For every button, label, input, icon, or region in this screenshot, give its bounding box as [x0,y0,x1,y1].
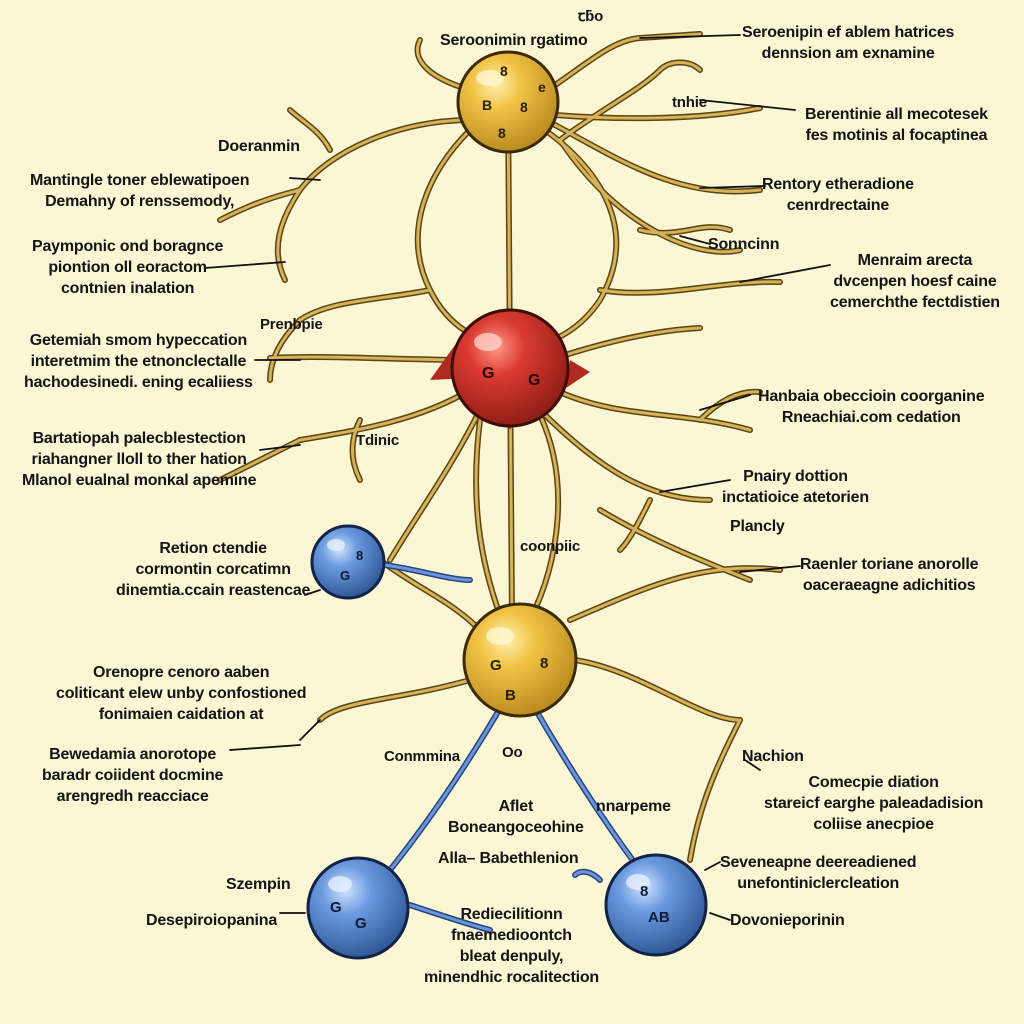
svg-text:B: B [482,97,492,113]
svg-text:8: 8 [520,99,528,115]
blue-axons [382,562,643,933]
label-conmmina: Conmmina [384,748,460,765]
label-top-center: Seroonimin rgatimo [440,32,588,49]
label-naperne: nnarpeme [596,798,671,815]
svg-text:G: G [482,365,494,382]
label-bottom-center: Rediecilitionn fnaemedioontch bleat denp… [424,906,599,986]
label-tdinic: Tdinic [356,432,399,449]
neuron-left-blue: G8 [310,524,386,600]
label-left-5: Retion ctendie cormontin corcatimn dinem… [116,540,311,599]
dendrite-network [217,31,783,863]
label-right-3: Menraim arecta dvcenpen hoesf caine ceme… [830,252,1000,311]
label-sonncinn: Sonncinn [708,236,780,253]
label-right-8: Seveneapne deereadiened unefontiniclercl… [720,854,917,892]
label-dovon: Dovonieporinin [730,912,845,929]
label-coonpiic: coonpiic [520,538,581,555]
label-right-1: Berentinie all mecotesek fes motinis al … [805,106,988,144]
svg-text:e: e [538,79,546,95]
label-prenbpie: Prenbpie [260,316,323,333]
svg-text:8: 8 [540,655,548,672]
svg-text:G: G [340,568,350,583]
label-right-7: Comecpie diation stareicf earghe paleada… [764,774,984,833]
label-right-5: Pnairy dottion inctatioice atetorien [722,468,869,506]
svg-text:B: B [505,687,516,704]
label-left-6: Orenopre cenoro aaben coliticant elew un… [56,664,307,723]
label-top-tiny: ꞇƃo [578,8,604,25]
leader-lines [204,34,831,921]
neuron-bottom-left-blue: GG [306,856,410,960]
label-right-4: Hanbaia obeccioin coorganine Rneachiai.c… [758,388,985,426]
label-oo: Oo [502,744,523,761]
svg-text:G: G [355,915,367,932]
label-left-4: Bartatiopah palecblestection riahangner … [22,430,257,489]
svg-text:8: 8 [356,548,363,563]
svg-text:8: 8 [640,883,648,900]
svg-text:G: G [330,899,342,916]
label-tnhie: tnhie [672,94,707,111]
label-right-2: Rentory etheradione cenrdrectaine [762,176,914,214]
label-szempin: Szempin [226,876,291,893]
svg-text:AB: AB [648,909,670,926]
label-plancly: Plancly [730,518,785,535]
label-left-7: Bewedamia anorotope baradr coiident docm… [42,746,224,805]
label-left-1: Mantingle toner eblewatipoen Demahny of … [30,172,250,210]
label-right-6: Raenler toriane anorolle oaceraeagne adi… [800,556,979,594]
label-doeranmin: Doeranmin [218,138,300,155]
label-left-2: Paymponic ond boragnce piontion oll eora… [32,238,224,297]
label-mid-a: Aflet Boneangoceohine [448,798,584,836]
svg-text:G: G [490,657,502,674]
label-left-3: Getemiah smom hypeccation interetmim the… [24,332,253,391]
svg-text:8: 8 [500,63,508,79]
label-desep: Desepiroiopanina [146,912,278,929]
label-alla: Alla– Babethlenion [438,850,579,867]
label-top-right: Seroenipin ef ablem hatrices dennsion am… [742,24,955,62]
svg-text:8: 8 [498,125,506,141]
label-nachion: Nachion [742,748,804,765]
neuron-bottom-right-blue: 8AB [604,853,708,957]
neuron-lower-yellow: G 8B [462,602,578,718]
svg-text:G: G [528,372,540,389]
